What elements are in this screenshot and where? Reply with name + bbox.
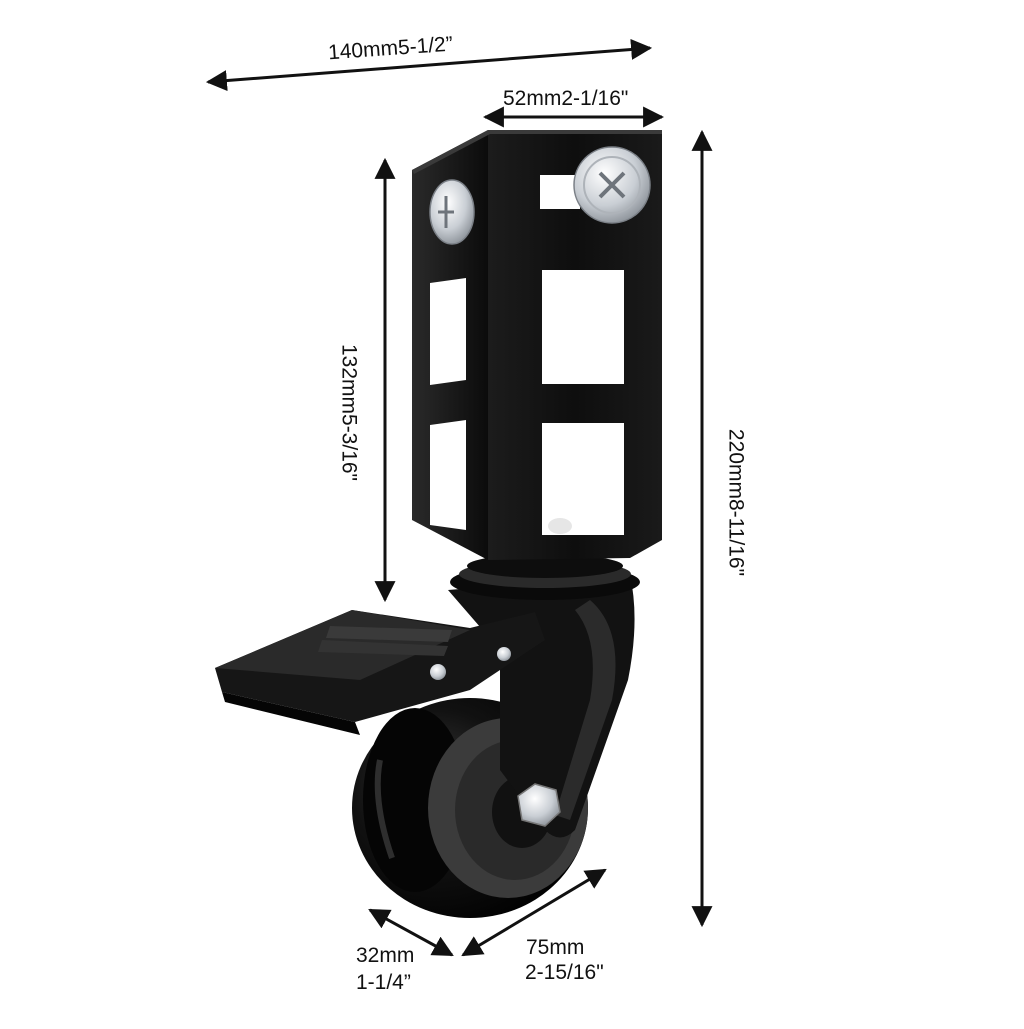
axle-bolt — [517, 783, 561, 827]
bracket-height-label: 132mm5-3/16" — [337, 343, 361, 482]
wheel-diameter-label-mm: 75mm — [526, 936, 585, 959]
swivel-bearing — [450, 554, 640, 600]
wheel-diameter-arrow — [461, 868, 607, 957]
brake-pedal — [215, 610, 545, 735]
wheel-width-arrow — [368, 908, 454, 957]
overall-height-label: 220mm8-11/16" — [724, 428, 748, 577]
bracket-width-label: 52mm2-1/16" — [503, 87, 629, 110]
screw-side — [429, 179, 475, 245]
wheel-diameter-label-in: 2-15/16" — [525, 961, 604, 984]
wheel-width-label-in: 1-1/4” — [356, 971, 411, 994]
overall-width-arrow — [205, 38, 653, 92]
screw-front — [573, 146, 651, 224]
mounting-bracket — [412, 130, 662, 560]
wheel-width-label-mm: 32mm — [356, 944, 415, 967]
